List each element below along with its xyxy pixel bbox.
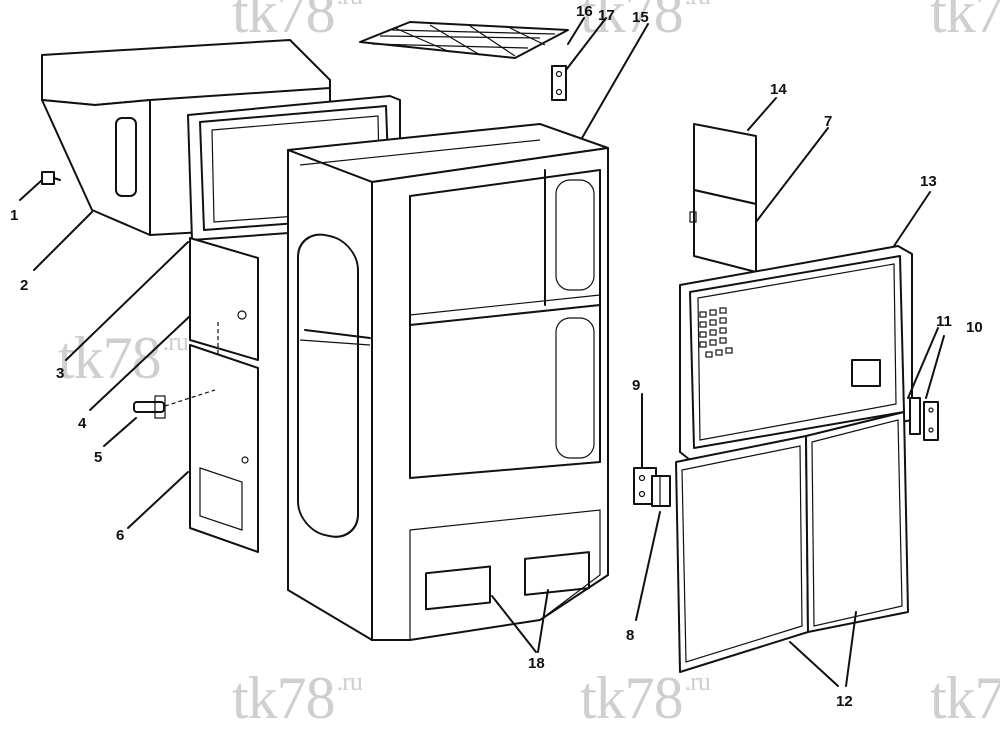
callout-14: 14	[770, 81, 787, 98]
callout-13: 13	[920, 173, 937, 190]
callout-7: 7	[824, 113, 832, 130]
part-left-door-upper	[189, 237, 259, 390]
part-grille	[359, 21, 569, 59]
callout-6: 6	[116, 527, 124, 544]
callout-4: 4	[78, 415, 87, 432]
part-latch	[133, 389, 216, 419]
part-hinge-8	[651, 475, 671, 507]
part-glass-7	[689, 189, 757, 273]
callout-10: 10	[966, 319, 983, 336]
part-rear-panel	[679, 245, 913, 461]
part-clip	[41, 171, 61, 185]
callout-12: 12	[836, 693, 853, 710]
callout-11: 11	[936, 313, 952, 330]
callout-labels: 1 2 3 4 5 6 7 8 9 10 11 12 13 14 15 16 1…	[10, 3, 983, 710]
callout-16: 16	[576, 3, 593, 20]
part-bracket	[551, 65, 567, 101]
callout-8: 8	[626, 627, 634, 644]
callout-17: 17	[598, 7, 615, 24]
leader-lines	[19, 17, 945, 687]
callout-15: 15	[632, 9, 649, 26]
callout-1: 1	[10, 207, 18, 224]
part-latch-10	[923, 401, 939, 441]
part-lower-door-right	[805, 411, 909, 633]
callout-9: 9	[632, 377, 640, 394]
callout-3: 3	[56, 365, 64, 382]
part-lower-door-left	[675, 435, 809, 673]
control-grid	[699, 307, 733, 358]
callout-2: 2	[20, 277, 28, 294]
part-latch-11	[909, 397, 921, 435]
callout-5: 5	[94, 449, 102, 466]
callout-18: 18	[528, 655, 545, 672]
part-cabin-frame	[287, 123, 609, 641]
part-left-door-lower	[189, 344, 259, 553]
